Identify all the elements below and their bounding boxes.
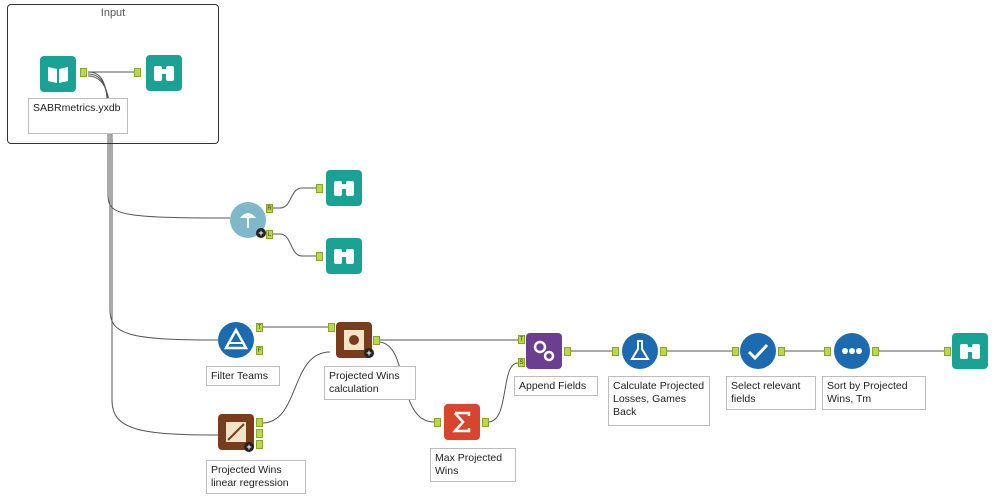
output-anchor[interactable] (660, 347, 667, 356)
binoculars-icon (334, 249, 354, 264)
formula-icon (344, 330, 364, 350)
input-anchor[interactable] (328, 323, 335, 332)
book-icon (48, 67, 68, 83)
regression-label: Projected Wins linear regression (206, 460, 306, 494)
formula-tool[interactable] (622, 333, 658, 369)
sort-label: Sort by Projected Wins, Tm (822, 376, 926, 410)
binoculars-icon (960, 344, 980, 359)
target-anchor[interactable]: T (518, 335, 525, 344)
input-anchor[interactable] (434, 418, 441, 427)
input-anchor[interactable] (944, 347, 951, 356)
plus-badge: + (244, 442, 254, 452)
summarize-label: Max Projected Wins (430, 448, 516, 482)
output-anchor[interactable] (872, 347, 879, 356)
output-anchor-r[interactable] (256, 429, 263, 438)
browse-tool[interactable] (326, 238, 362, 274)
dots-icon (842, 348, 862, 354)
filter-tool[interactable] (218, 322, 254, 358)
binoculars-icon (334, 181, 354, 196)
sort-tool[interactable] (834, 333, 870, 369)
sigma-icon (452, 411, 471, 433)
input-data-tool[interactable] (40, 56, 76, 92)
gears-icon (533, 340, 555, 362)
false-anchor[interactable]: F (256, 346, 263, 355)
output-anchor[interactable] (80, 68, 87, 77)
input-anchor[interactable] (732, 347, 739, 356)
input-file-label: SABRmetrics.yxdb (28, 98, 128, 134)
output-anchor[interactable] (564, 347, 571, 356)
browse-tool[interactable] (952, 333, 988, 369)
filter-triangle-icon (223, 327, 249, 350)
output-anchor-i[interactable] (256, 440, 263, 449)
browse-tool[interactable] (146, 55, 182, 91)
formula-label: Projected Wins calculation (324, 366, 416, 400)
binoculars-icon (154, 66, 174, 81)
input-container[interactable]: Input (7, 4, 219, 144)
summarize-tool[interactable] (444, 404, 480, 440)
browse-tool[interactable] (326, 170, 362, 206)
append-fields-tool[interactable] (526, 333, 562, 369)
input-anchor[interactable] (316, 184, 323, 193)
select-tool[interactable] (740, 333, 776, 369)
input-anchor[interactable] (134, 68, 141, 77)
output-anchor-o[interactable] (256, 418, 263, 427)
plus-badge: + (364, 348, 374, 358)
plus-badge: + (256, 228, 266, 238)
filter-label: Filter Teams (206, 366, 280, 386)
output-anchor[interactable] (778, 347, 785, 356)
append-label: Append Fields (514, 376, 598, 396)
rain-icon (240, 213, 256, 228)
select-label: Select relevant fields (726, 376, 816, 410)
input-anchor[interactable] (316, 252, 323, 261)
regression-icon (226, 422, 246, 442)
checkmark-icon (747, 343, 769, 361)
true-anchor[interactable]: T (256, 323, 263, 332)
flask-icon (630, 340, 650, 360)
input-anchor[interactable] (612, 347, 619, 356)
input-anchor[interactable] (824, 347, 831, 356)
container-title: Input (100, 7, 126, 19)
calc-label: Calculate Projected Losses, Games Back (608, 376, 710, 426)
output-anchor-r[interactable]: R (266, 204, 273, 213)
output-anchor[interactable] (482, 418, 489, 427)
output-anchor[interactable] (373, 336, 380, 345)
output-anchor-l[interactable]: L (266, 230, 273, 239)
source-anchor[interactable]: S (518, 358, 525, 367)
